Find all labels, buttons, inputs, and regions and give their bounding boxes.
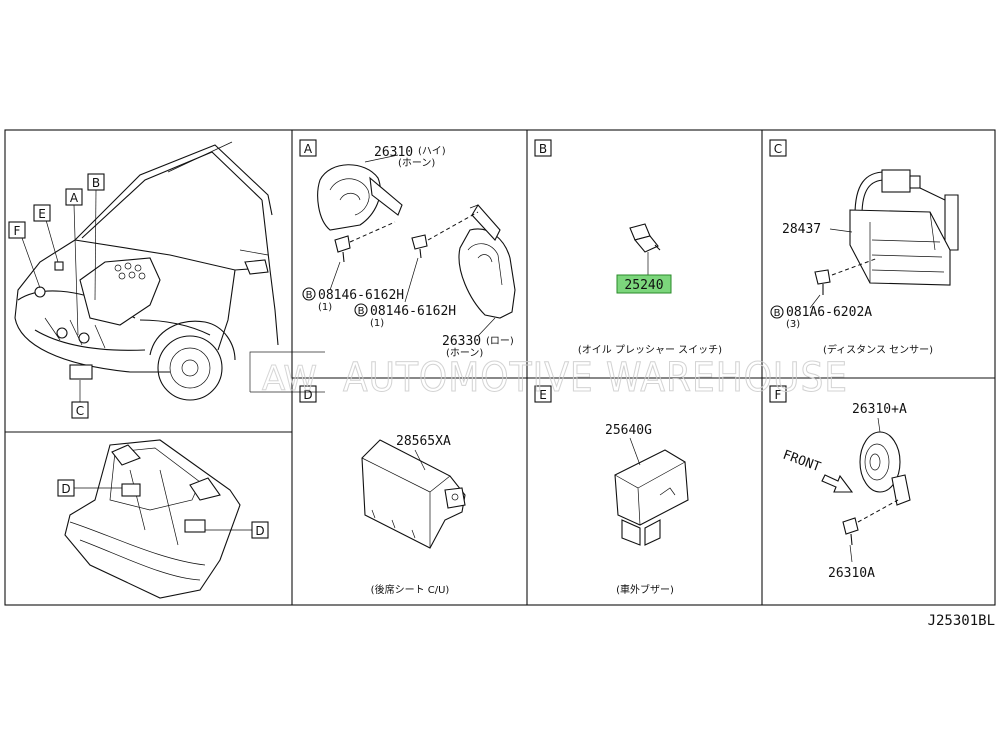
panel-a-letter: A: [304, 142, 313, 156]
horn-low-icon: [458, 228, 516, 319]
panel-b-letter: B: [539, 142, 547, 156]
diagram-code: J25301BL: [928, 613, 995, 629]
callout-box-d-left: [57, 479, 75, 497]
bolt-type-b-2: B: [358, 306, 365, 317]
part-number-oil-pressure-switch[interactable]: 25240: [624, 278, 663, 293]
panel-e: E 25640G (車外ブザー): [534, 385, 689, 596]
callout-box-d-right: [251, 521, 269, 539]
bolt-icon: [334, 235, 351, 253]
note-horn-low-2: (ホーン): [446, 347, 483, 359]
panel-c-letter-box: [769, 139, 787, 157]
highlighted-part-number-box: [616, 274, 672, 294]
qty-bolt-1: (1): [318, 302, 332, 313]
callout-c: C: [76, 404, 84, 418]
part-number-horn-low: 26330: [442, 334, 481, 349]
panel-c-letter: C: [774, 142, 782, 156]
qty-bolt-c: (3): [786, 319, 800, 330]
panel-b: B 25240 (オイル プレッシャー スイッチ): [534, 139, 722, 356]
callout-box-a: [65, 188, 83, 206]
front-direction: FRONT: [781, 448, 823, 476]
bolt-type-b-1: B: [306, 290, 313, 301]
panel-a-letter-box: [299, 139, 317, 157]
note-horn-low-1: (ロー): [486, 336, 514, 347]
callout-box-e: [33, 204, 51, 222]
panel-f-letter-box: [769, 385, 787, 403]
part-number-horn-f: 26310+A: [852, 402, 907, 417]
part-number-bolt-f: 26310A: [828, 566, 875, 581]
grid-frame: [4, 129, 996, 606]
callout-a: A: [70, 191, 79, 205]
horn-high-icon: [317, 164, 381, 231]
part-number-bolt-2: 08146-6162H: [370, 304, 456, 319]
note-horn-high-2: (ホーン): [398, 157, 435, 169]
part-number-seat-control-unit: 28565XA: [396, 434, 451, 449]
panel-d: D 28565XA (後席シート C/U): [299, 385, 466, 596]
bolt-type-circle: [770, 305, 784, 319]
rear-seat-illustration: D D: [57, 439, 269, 599]
watermark-text: AUTOMOTIVE WAREHOUSE: [343, 355, 848, 401]
note-horn-high-1: (ハイ): [418, 146, 446, 157]
bolt-icon: [842, 517, 859, 535]
callout-box-f: [8, 221, 26, 239]
panel-b-letter-box: [534, 139, 552, 157]
part-number-bolt-1: 08146-6162H: [318, 288, 404, 303]
buzzer-icon: [614, 449, 689, 526]
caption-distance-sensor: (ディスタンス センサー): [823, 343, 933, 356]
panel-f: F FRONT 26310+A 26310A: [769, 385, 911, 581]
panel-e-letter-box: [534, 385, 552, 403]
bolt-icon: [814, 269, 831, 285]
panel-a: A 26310 (ハイ) (ホーン) B 08146-6162H (1) B: [299, 139, 516, 359]
callout-d-left: D: [61, 482, 70, 496]
qty-bolt-2: (1): [370, 318, 384, 329]
caption-seat-control-unit: (後席シート C/U): [371, 583, 450, 596]
watermark: AW AUTOMOTIVE WAREHOUSE: [249, 351, 848, 402]
callout-e: E: [38, 207, 46, 221]
panel-d-letter-box: [299, 385, 317, 403]
part-number-distance-sensor: 28437: [782, 222, 821, 237]
bolt-type-circle: [302, 287, 316, 301]
part-number-horn-high: 26310: [374, 145, 413, 160]
panel-f-letter: F: [775, 388, 782, 402]
panel-d-letter: D: [303, 388, 312, 402]
part-number-buzzer: 25640G: [605, 423, 652, 438]
callout-b: B: [92, 176, 100, 190]
bolt-type-circle: [354, 303, 368, 317]
panel-e-letter: E: [539, 388, 547, 402]
watermark-logo: AW: [262, 359, 317, 399]
callout-f: F: [14, 224, 21, 238]
bolt-icon: [411, 234, 428, 250]
car-overview-illustration: F E A B C: [8, 141, 279, 419]
callout-box-b: [87, 173, 105, 191]
front-arrow-icon: [821, 474, 854, 493]
part-number-bolt-c: 081A6-6202A: [786, 305, 872, 320]
caption-buzzer: (車外ブザー): [616, 583, 674, 596]
callout-d-right: D: [255, 524, 264, 538]
connector-icon: [881, 169, 911, 193]
callout-box-c: [71, 401, 89, 419]
bolt-type-b-3: B: [774, 308, 781, 319]
seat-control-unit-icon: [361, 439, 466, 549]
front-label: FRONT: [781, 448, 823, 476]
panel-c: C 28437 B 081A6-6202A (3) (ディスタンス センサー): [769, 139, 959, 356]
caption-oil-pressure-switch: (オイル プレッシャー スイッチ): [578, 344, 722, 356]
